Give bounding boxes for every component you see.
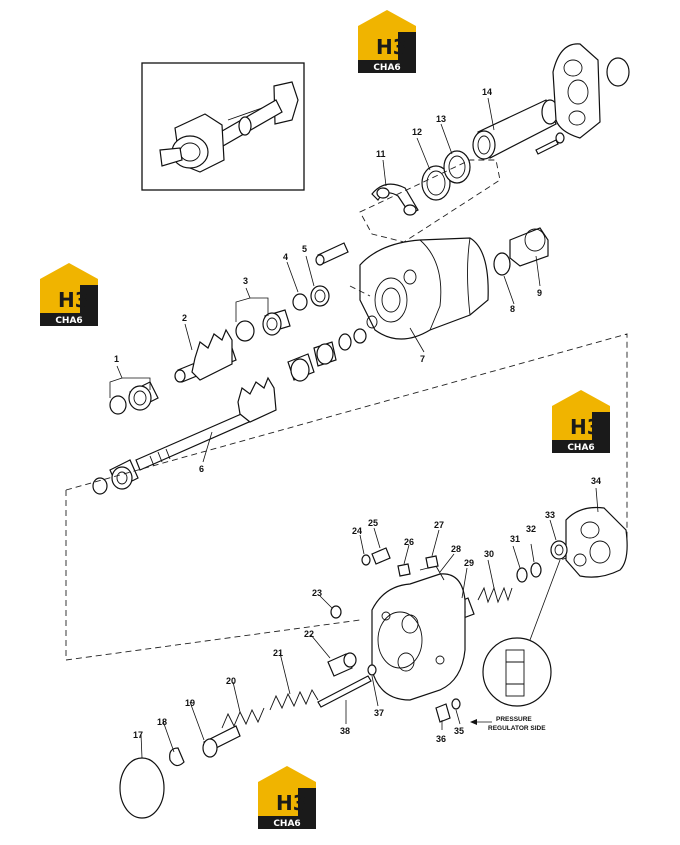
logo-top: H3 CHA6 — [358, 10, 416, 73]
callout-21: 21 — [273, 648, 283, 658]
callout-33: 33 — [545, 510, 555, 520]
assembled-pump-inset — [141, 62, 305, 191]
callout-30: 30 — [484, 549, 494, 559]
logo-left: H3 CHA6 — [40, 263, 98, 326]
logo-bottom: H3 CHA6 — [258, 766, 316, 829]
callout-5: 5 — [302, 244, 307, 254]
logo-caption: CHA6 — [373, 63, 400, 73]
upper-parts — [359, 43, 630, 243]
assembly-boundary — [65, 333, 628, 561]
regulator-note-line1: PRESSURE — [496, 716, 532, 723]
callout-4: 4 — [283, 252, 288, 262]
callout-31: 31 — [510, 534, 520, 544]
callout-29: 29 — [464, 558, 474, 568]
logo-mark: H3 — [58, 288, 89, 312]
callout-37: 37 — [374, 708, 384, 718]
callout-25: 25 — [368, 518, 378, 528]
assembly-boundary — [65, 490, 361, 661]
logo-mark: H3 — [276, 791, 307, 815]
callout-7: 7 — [420, 354, 425, 364]
logo-caption: CHA6 — [55, 316, 82, 326]
callout-6: 6 — [199, 464, 204, 474]
cover-parts — [119, 506, 628, 819]
callout-20: 20 — [226, 676, 236, 686]
callout-26: 26 — [404, 537, 414, 547]
callout-28: 28 — [451, 544, 461, 554]
gear-parts — [92, 285, 367, 495]
callout-38: 38 — [340, 726, 350, 736]
callout-27: 27 — [434, 520, 444, 530]
callout-13: 13 — [436, 114, 446, 124]
callout-12: 12 — [412, 127, 422, 137]
leader-lines — [109, 97, 599, 759]
callout-14: 14 — [482, 87, 492, 97]
logo-mark: H3 — [570, 415, 601, 439]
callout-35: 35 — [454, 726, 464, 736]
callout-2: 2 — [182, 313, 187, 323]
logo-caption: CHA6 — [273, 819, 300, 829]
callout-9: 9 — [537, 288, 542, 298]
regulator-note-line2: REGULATOR SIDE — [488, 725, 546, 732]
callout-18: 18 — [157, 717, 167, 727]
callout-1: 1 — [114, 354, 119, 364]
logo-mark: H3 — [376, 35, 407, 59]
logo-right: H3 CHA6 — [552, 390, 610, 453]
callout-24: 24 — [352, 526, 362, 536]
callout-23: 23 — [312, 588, 322, 598]
callout-labels: 1 2 3 4 5 6 7 8 9 11 12 13 14 17 18 19 2… — [114, 87, 601, 744]
callout-11: 11 — [376, 149, 386, 159]
callout-17: 17 — [133, 730, 143, 740]
callout-22: 22 — [304, 629, 314, 639]
callout-34: 34 — [591, 476, 601, 486]
callout-8: 8 — [510, 304, 515, 314]
housing-parts — [315, 227, 549, 340]
callout-36: 36 — [436, 734, 446, 744]
callout-19: 19 — [185, 698, 195, 708]
callout-32: 32 — [526, 524, 536, 534]
callout-3: 3 — [243, 276, 248, 286]
logo-caption: CHA6 — [567, 443, 594, 453]
